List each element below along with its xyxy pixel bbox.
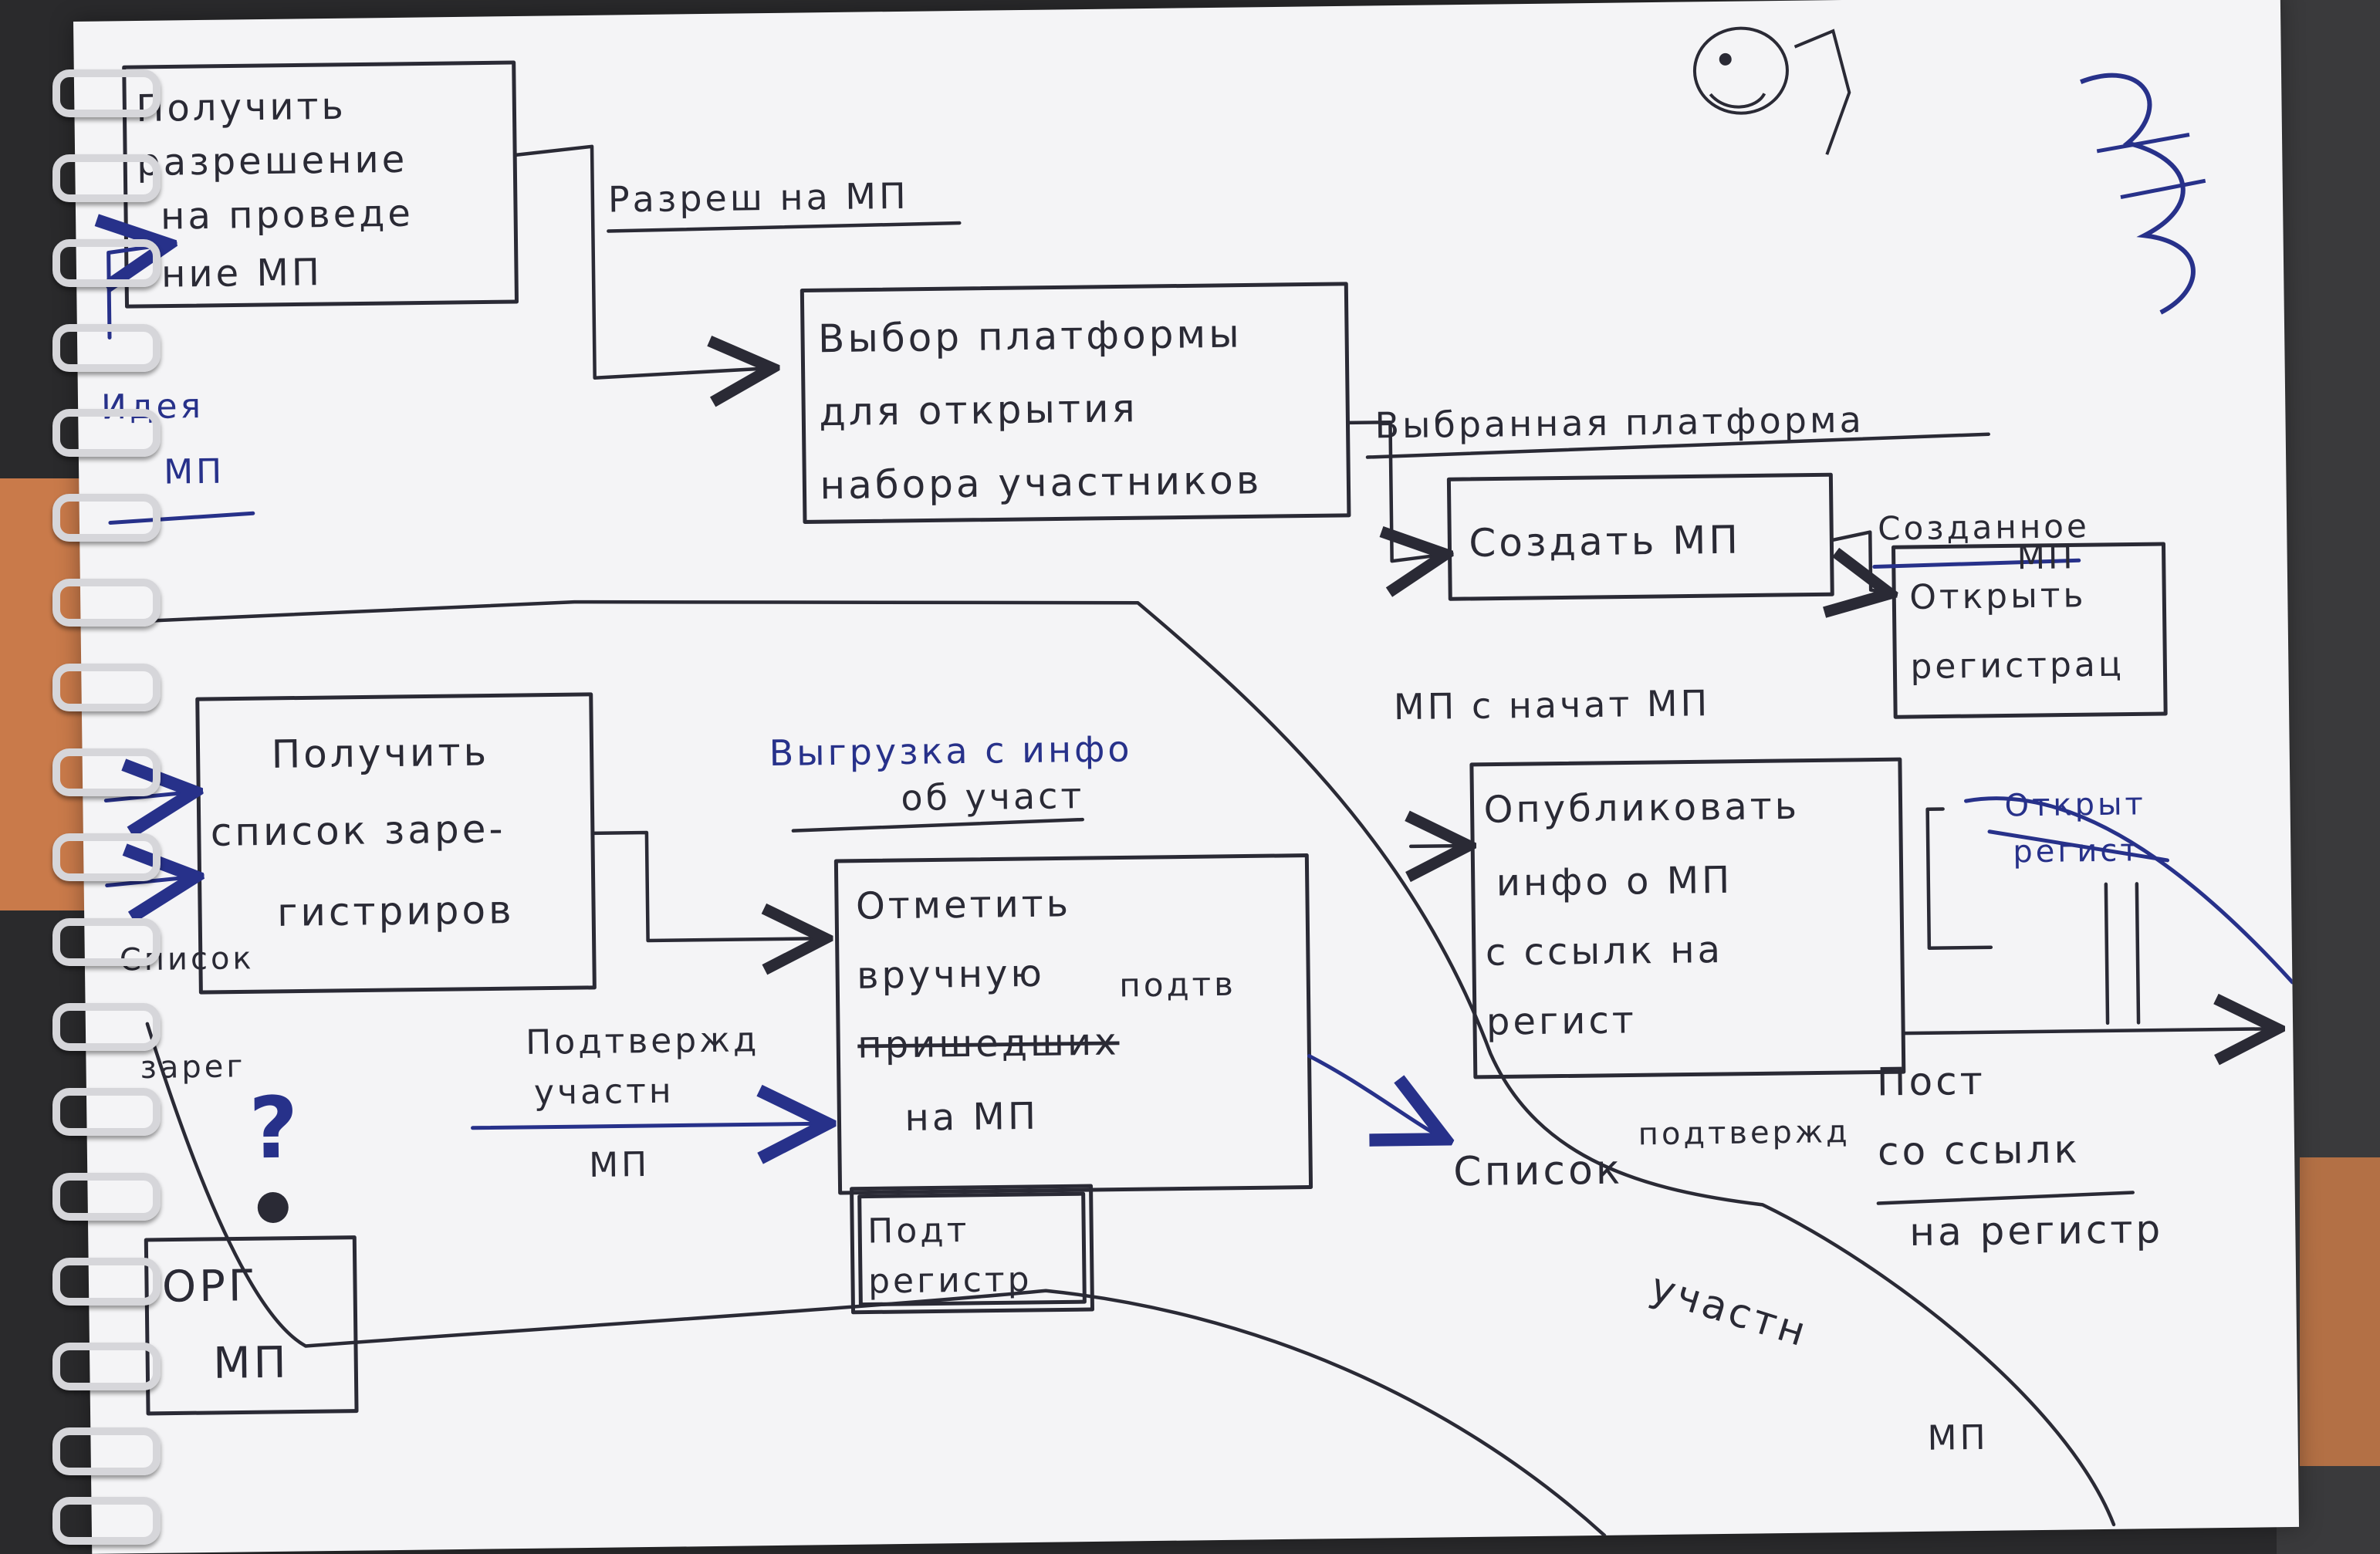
- create-event-text: Создать МП: [1469, 518, 1741, 566]
- box-confirm-registration: [850, 1184, 1094, 1315]
- permission-arrow: [512, 144, 772, 379]
- post-label-3: на регистр: [1909, 1207, 2164, 1255]
- mark-line-3: пришедших: [857, 1021, 1120, 1067]
- post-link-arrow: [1901, 1029, 2277, 1033]
- crossed-open-reg: [1964, 796, 2294, 985]
- permission-underline: [607, 221, 962, 233]
- registered-list-label-2: зарег: [140, 1049, 245, 1086]
- publish-line-2: инфо о МП: [1496, 859, 1733, 905]
- text-get-permission: Получить разрешение на проведе ние МП: [136, 85, 414, 296]
- event-started-label: МП с начат МП: [1394, 682, 1711, 728]
- registered-list-line-2: список заре-: [210, 806, 505, 855]
- question-mark: ?: [248, 1079, 302, 1178]
- choose-platform-line-2: для открытия: [819, 386, 1138, 434]
- platform-underline: [1365, 432, 1990, 459]
- crossed-reg-line-1: Открыт: [2004, 786, 2146, 823]
- selected-platform-label: Выбранная платформа: [1374, 399, 1864, 447]
- box-organizer: [144, 1235, 359, 1416]
- question-dot: [257, 1191, 289, 1223]
- reg-bracket-right-2: [2135, 882, 2141, 1025]
- box-open-registration: [1891, 542, 2168, 719]
- idea-label-2: МП: [164, 452, 225, 492]
- created-event-underline: [1872, 558, 2081, 569]
- desk-background-corner: [2300, 1157, 2380, 1466]
- group-boundary-bottom: [145, 1022, 1607, 1538]
- crossed-reg-line-2: регист: [2013, 833, 2142, 870]
- created-event-label-1: Созданное: [1878, 507, 2090, 547]
- export-underline: [791, 817, 1084, 833]
- platform-arrow: [1346, 420, 1445, 562]
- choose-platform-line-1: Выбор платформы: [818, 312, 1242, 362]
- organizer-line-1: ОРГ: [162, 1261, 259, 1312]
- confirmed-participants-arrow: [471, 1123, 828, 1128]
- confirmed-label-1: Подтвержд: [526, 1020, 760, 1062]
- participants-list-label-4: МП: [1927, 1418, 1989, 1458]
- participants-list-arrow: [1307, 1054, 1445, 1140]
- permission-label: Разреш на МП: [608, 175, 909, 221]
- mark-line-1: Отметить: [856, 882, 1072, 927]
- publish-line-4: регист: [1486, 998, 1637, 1043]
- mark-line-2: вручную: [857, 952, 1045, 998]
- reg-bracket-right: [2104, 882, 2110, 1025]
- registered-list-line-1: Получить: [271, 729, 489, 776]
- participants-list-label-3: участн: [1645, 1264, 1814, 1356]
- box-publish-info: [1469, 757, 1906, 1079]
- group-boundary-curve: [94, 600, 2116, 1527]
- confirmed-label-2: участн: [534, 1072, 674, 1113]
- box-confirm-registration-inner: [857, 1191, 1087, 1307]
- publish-line-1: Опубликовать: [1483, 785, 1800, 832]
- open-registration-line-2: регистрац: [1910, 645, 2125, 687]
- export-label-2: об участ: [901, 775, 1084, 819]
- open-registration-line-1: Открыть: [1909, 576, 2087, 617]
- participants-list-label-1: Список: [1453, 1147, 1624, 1196]
- export-label-1: Выгрузка с инфо: [769, 728, 1133, 774]
- created-event-label-2: МП: [2017, 538, 2075, 576]
- registered-list-arrow-1: [103, 792, 194, 800]
- registered-list-line-3: гистриров: [277, 887, 515, 935]
- export-arrow: [590, 830, 826, 941]
- post-label-1: Пост: [1877, 1059, 1986, 1105]
- confirm-reg-line-2: регистр: [868, 1260, 1033, 1302]
- box-choose-platform: [800, 282, 1351, 524]
- get-permission-line-1: Получить: [136, 85, 347, 130]
- get-permission-line-2: разрешение: [137, 138, 408, 184]
- mark-line-insert: подтв: [1119, 965, 1236, 1005]
- choose-platform-line-3: набора участников: [820, 458, 1263, 508]
- participants-list-label-2: подтвержд: [1638, 1114, 1850, 1152]
- organizer-line-2: МП: [213, 1338, 289, 1389]
- confirmed-label-3: МП: [589, 1145, 651, 1185]
- registered-list-arrow-2: [105, 877, 196, 885]
- box-get-permission: [122, 60, 519, 309]
- idea-underline: [108, 511, 255, 525]
- post-underline: [1876, 1191, 2135, 1205]
- publish-line-3: с ссылк на: [1486, 928, 1724, 975]
- get-permission-line-3: на проведе: [161, 192, 414, 238]
- publish-side-bracket: [1925, 807, 1993, 950]
- doodle-scribbles: [2080, 73, 2206, 315]
- created-event-arrow: [1831, 530, 1890, 594]
- doodle-face: [1692, 26, 1851, 155]
- get-permission-line-4: ние МП: [161, 251, 323, 296]
- post-label-2: со ссылк: [1878, 1127, 2081, 1174]
- mark-line-4: на МП: [904, 1095, 1039, 1140]
- idef-diagram: ? Получить разрешение на проведе ние МП: [94, 26, 2294, 1538]
- confirm-reg-line-1: Подт: [867, 1211, 970, 1252]
- notebook-page: ? Получить разрешение на проведе ние МП: [73, 0, 2300, 1554]
- box-mark-participants: [833, 853, 1313, 1195]
